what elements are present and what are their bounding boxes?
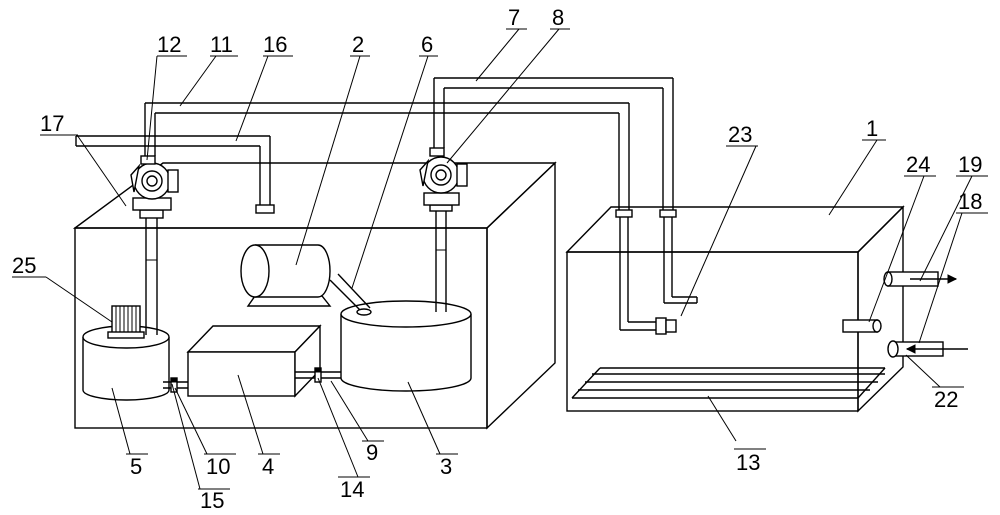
left-pump-12 (130, 155, 179, 335)
sensor-24 (842, 319, 882, 333)
right-tank-box (565, 205, 905, 413)
internal-pipe-outer (663, 217, 698, 304)
tank-3 (340, 300, 472, 392)
pipe-6 (329, 273, 372, 316)
inlet-22 (887, 340, 968, 358)
label-9: 9 (366, 440, 378, 465)
label-13: 13 (736, 450, 760, 475)
label-4: 4 (262, 454, 274, 479)
pipe-11 (144, 102, 633, 218)
label-22: 22 (934, 387, 958, 412)
number-labels: 12 11 16 2 6 7 8 17 25 23 1 24 19 18 22 … (12, 5, 988, 513)
heating-plates (571, 367, 886, 399)
label-23: 23 (728, 122, 752, 147)
label-1: 1 (866, 116, 878, 141)
internal-pipe-inner (619, 217, 677, 335)
label-12: 12 (157, 32, 181, 57)
label-18: 18 (958, 189, 982, 214)
label-11: 11 (210, 32, 233, 57)
label-19: 19 (958, 152, 982, 177)
box-4 (186, 324, 322, 398)
label-15: 15 (200, 488, 224, 513)
label-5: 5 (130, 454, 142, 479)
cylinder-2 (240, 244, 332, 307)
label-17: 17 (40, 111, 64, 136)
motor-25 (107, 305, 145, 339)
pipe-7 (433, 77, 677, 218)
label-24: 24 (906, 152, 930, 177)
label-3: 3 (440, 454, 452, 479)
label-25: 25 (12, 253, 36, 278)
outlet-19 (883, 271, 958, 287)
label-8: 8 (552, 5, 564, 30)
label-2: 2 (352, 32, 364, 57)
label-7: 7 (508, 5, 520, 30)
tank-5 (82, 325, 170, 401)
right-pump-8 (419, 147, 468, 312)
label-6: 6 (421, 32, 433, 57)
label-10: 10 (206, 454, 230, 479)
leader-lines (45, 28, 973, 490)
label-14: 14 (340, 477, 364, 502)
label-16: 16 (263, 32, 287, 57)
